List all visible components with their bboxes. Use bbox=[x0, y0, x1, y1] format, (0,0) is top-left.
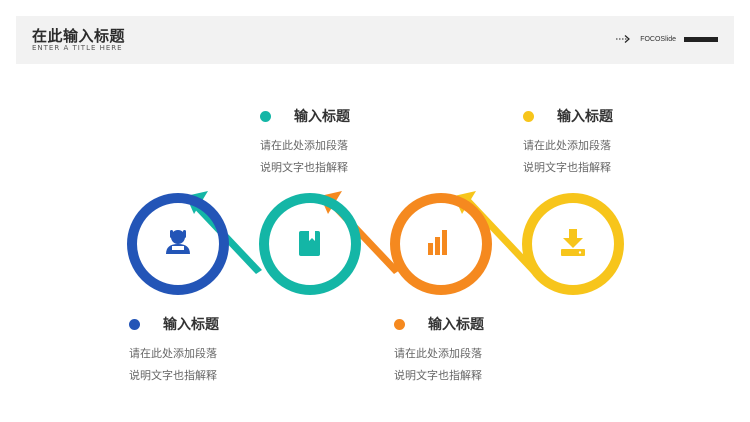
header-bar: 在此输入标题 ENTER A TITLE HERE FOCOSlide bbox=[16, 16, 734, 64]
step-3-desc: 请在此处添加段落 说明文字也指解释 bbox=[394, 347, 482, 382]
step-4-block: 输入标题 请在此处添加段落 说明文字也指解释 bbox=[523, 107, 663, 179]
step-2-title: 输入标题 bbox=[294, 109, 350, 125]
ring-4 bbox=[522, 193, 624, 295]
step-1-title: 输入标题 bbox=[163, 317, 219, 333]
step-4-dot bbox=[523, 110, 534, 122]
page-subtitle: ENTER A TITLE HERE bbox=[32, 44, 123, 52]
download-icon bbox=[561, 229, 585, 256]
ring-2 bbox=[259, 193, 361, 295]
bar-chart-icon bbox=[428, 230, 447, 255]
book-icon bbox=[299, 231, 320, 256]
dotted-arrow-icon bbox=[616, 35, 631, 43]
step-2-dot bbox=[260, 110, 271, 122]
page-title: 在此输入标题 bbox=[32, 27, 126, 45]
step-3-block: 输入标题 请在此处添加段落 说明文字也指解释 bbox=[394, 315, 534, 387]
step-3-dot bbox=[394, 318, 405, 330]
step-4-title: 输入标题 bbox=[557, 109, 613, 125]
step-1-block: 输入标题 请在此处添加段落 说明文字也指解释 bbox=[129, 315, 269, 387]
brand-name: FOCOSlide bbox=[640, 35, 676, 43]
step-1-dot bbox=[129, 318, 140, 330]
step-2-block: 输入标题 请在此处添加段落 说明文字也指解释 bbox=[260, 107, 400, 179]
step-2-desc: 请在此处添加段落 说明文字也指解释 bbox=[260, 139, 348, 174]
step-1-desc: 请在此处添加段落 说明文字也指解释 bbox=[129, 347, 217, 382]
step-4-desc: 请在此处添加段落 说明文字也指解释 bbox=[523, 139, 611, 174]
ring-1 bbox=[127, 193, 229, 295]
brand-bar bbox=[684, 36, 718, 42]
brand: FOCOSlide bbox=[616, 33, 718, 45]
ring-3 bbox=[390, 193, 492, 295]
step-3-title: 输入标题 bbox=[428, 317, 484, 333]
person-icon bbox=[166, 230, 190, 254]
